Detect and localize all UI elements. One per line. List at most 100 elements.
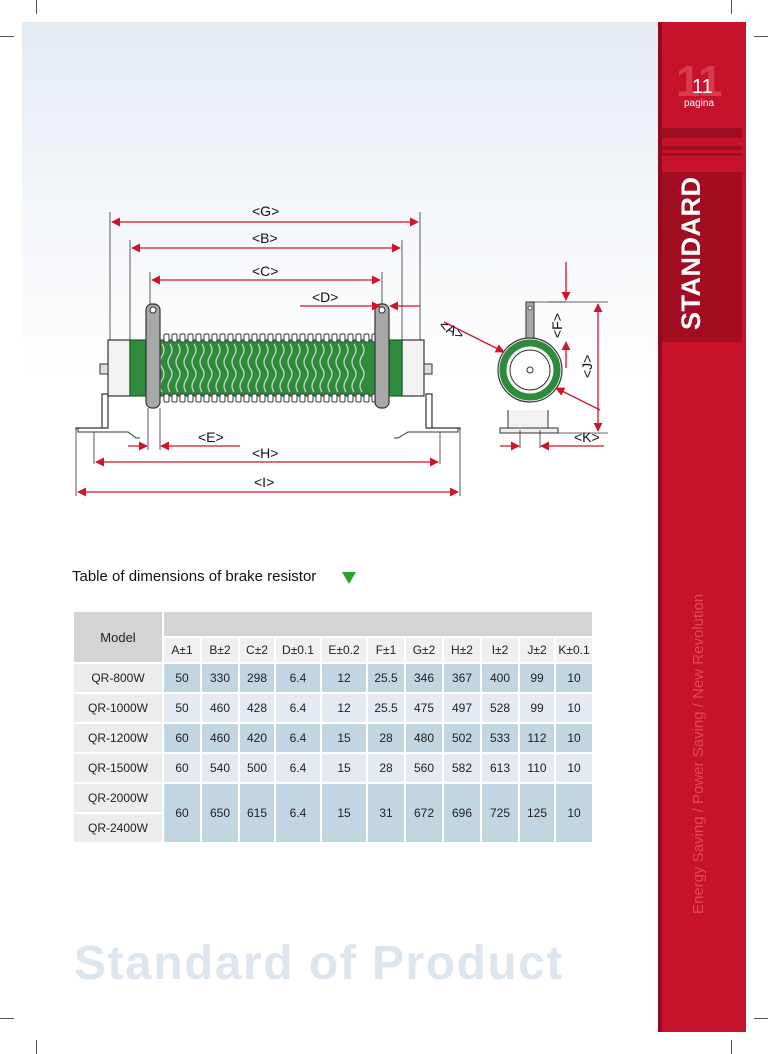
dim-label-b: <B>: [252, 230, 278, 246]
value-cell: 480: [406, 724, 442, 752]
coil-wire: [263, 343, 269, 393]
coil-wire: [351, 343, 357, 393]
coil-wire: [247, 343, 253, 393]
model-cell: QR-2400W: [74, 814, 162, 842]
page-number: 11: [692, 76, 713, 98]
value-cell: 528: [482, 694, 518, 722]
coil-wire: [335, 343, 341, 393]
value-cell: 6.4: [276, 754, 320, 782]
value-cell: 6.4: [276, 694, 320, 722]
coil-wire: [303, 343, 309, 393]
cooling-rib: [195, 333, 202, 343]
dim-label-g: <G>: [252, 203, 279, 219]
value-cell: 420: [240, 724, 274, 752]
sidebar-stripe: [662, 146, 742, 150]
value-cell: 10: [556, 694, 592, 722]
cooling-rib: [275, 333, 282, 343]
page-background: [22, 22, 658, 1032]
page-label: pagina: [684, 98, 715, 109]
crop-mark: [0, 36, 14, 37]
value-cell: 112: [520, 724, 554, 752]
coil-wire: [183, 343, 189, 393]
cooling-rib: [251, 333, 258, 343]
cooling-rib: [243, 393, 250, 403]
coil-wire: [319, 343, 325, 393]
value-cell: 10: [556, 784, 592, 842]
value-cell: 533: [482, 724, 518, 752]
cooling-rib: [307, 393, 314, 403]
coil-wire: [343, 343, 349, 393]
cooling-rib: [211, 333, 218, 343]
model-cell: QR-1200W: [74, 724, 162, 752]
coil-wire: [311, 343, 317, 393]
base-bracket-left: [75, 393, 109, 430]
dimension-lines: [77, 217, 459, 497]
value-cell: 12: [322, 694, 366, 722]
value-cell: 6.4: [276, 724, 320, 752]
table-row: QR-2400W: [74, 814, 592, 842]
coil-wire: [359, 343, 365, 393]
value-cell: 15: [322, 724, 366, 752]
coil-wire: [207, 343, 213, 393]
value-cell: 502: [444, 724, 480, 752]
table-title: Table of dimensions of brake resistor: [72, 568, 317, 585]
coil-wire: [167, 343, 173, 393]
cooling-rib: [243, 333, 250, 343]
value-cell: 12: [322, 664, 366, 692]
value-cell: 15: [322, 754, 366, 782]
column-header: C±2: [240, 638, 274, 662]
model-cell: QR-1500W: [74, 754, 162, 782]
cooling-rib: [267, 333, 274, 343]
cooling-rib: [355, 393, 362, 403]
value-cell: 330: [202, 664, 238, 692]
value-cell: 6.4: [276, 664, 320, 692]
value-cell: 582: [444, 754, 480, 782]
value-cell: 540: [202, 754, 238, 782]
cooling-rib: [187, 333, 194, 343]
section-title: STANDARD: [676, 176, 706, 331]
cooling-rib: [235, 333, 242, 343]
value-cell: 125: [520, 784, 554, 842]
value-cell: 650: [202, 784, 238, 842]
cooling-rib: [363, 393, 370, 403]
sidebar-stripe: [662, 153, 742, 156]
value-cell: 31: [368, 784, 404, 842]
dim-label-c: <C>: [252, 263, 278, 279]
value-cell: 50: [164, 694, 200, 722]
cooling-rib: [235, 393, 242, 403]
cooling-rib: [363, 333, 370, 343]
dim-label-f: <F>: [549, 313, 565, 338]
column-header: K±0.1: [556, 638, 592, 662]
cooling-rib: [171, 393, 178, 403]
value-cell: 28: [368, 724, 404, 752]
mounting-bracket-left: [145, 303, 161, 409]
cooling-rib: [323, 333, 330, 343]
page-number-ghost: 11: [676, 57, 723, 106]
value-cell: 672: [406, 784, 442, 842]
end-cap-left: [107, 339, 131, 397]
cooling-rib: [323, 393, 330, 403]
cooling-rib: [283, 393, 290, 403]
crop-mark: [731, 0, 732, 14]
value-cell: 50: [164, 664, 200, 692]
cooling-rib: [203, 393, 210, 403]
crop-mark: [731, 1040, 732, 1054]
resistor-dimension-drawing: <G> <B> <C> <D> <E> <H> <I> <A> <F> <J> …: [75, 203, 608, 497]
cooling-rib: [251, 393, 258, 403]
value-cell: 60: [164, 784, 200, 842]
coil-wire: [255, 343, 261, 393]
model-header: Model: [74, 612, 162, 662]
mounting-bracket-right: [374, 303, 390, 409]
value-cell: 400: [482, 664, 518, 692]
value-cell: 346: [406, 664, 442, 692]
column-header: F±1: [368, 638, 404, 662]
coil-wire: [231, 343, 237, 393]
dim-label-e: <E>: [198, 429, 224, 445]
value-cell: 367: [444, 664, 480, 692]
cooling-rib: [315, 333, 322, 343]
value-cell: 298: [240, 664, 274, 692]
coil-wire: [279, 343, 285, 393]
coil-wire: [223, 343, 229, 393]
